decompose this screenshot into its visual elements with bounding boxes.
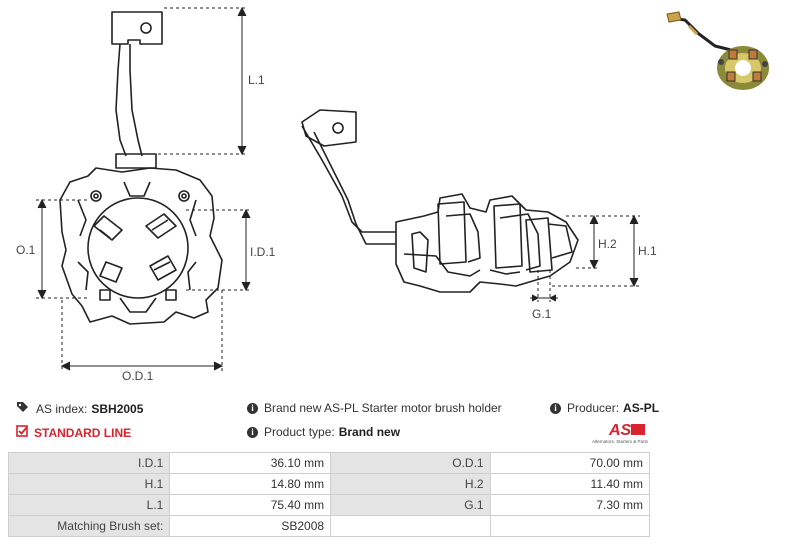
product-type-value: Brand new <box>338 425 401 439</box>
spec-value-cell: 36.10 mm <box>169 452 332 474</box>
info-circle-icon: i <box>550 402 561 414</box>
dim-label-id1: I.D.1 <box>250 245 276 259</box>
spec-label-cell: L.1 <box>7 494 171 516</box>
dim-label-h1: H.1 <box>638 244 657 258</box>
standard-line: STANDARD LINE <box>16 425 131 440</box>
as-index-label: AS index: <box>36 401 88 416</box>
info-circle-icon: i <box>247 402 258 414</box>
as-index: AS index: SBH2005 <box>16 401 143 416</box>
product-photo <box>666 11 769 90</box>
description: i Brand new AS-PL Starter motor brush ho… <box>247 401 502 415</box>
checkbox-icon <box>16 425 28 440</box>
as-pl-logo: AS Alternators, Starters & Parts <box>585 420 655 446</box>
dim-label-o1: O.1 <box>16 243 36 257</box>
spec-label-cell: Matching Brush set: <box>7 515 171 537</box>
technical-drawing: L.1 O.1 I.D.1 O.D.1 H.2 H.1 G.1 <box>16 6 657 383</box>
spec-label-cell: O.D.1 <box>330 452 491 474</box>
table-row: Matching Brush set:SB2008 <box>7 515 651 537</box>
spec-value-cell: SB2008 <box>169 515 332 537</box>
producer: i Producer: AS-PL <box>550 401 659 415</box>
producer-label: Producer: <box>567 401 620 415</box>
info-circle-icon: i <box>247 426 258 438</box>
spec-value-cell: 14.80 mm <box>169 473 332 495</box>
spec-label-cell: G.1 <box>330 494 491 516</box>
spec-value-cell: 11.40 mm <box>489 473 651 495</box>
spec-label-cell <box>330 515 491 537</box>
dim-label-g1: G.1 <box>532 307 552 321</box>
dim-label-od1: O.D.1 <box>122 369 154 383</box>
as-index-value: SBH2005 <box>91 401 144 416</box>
spec-label-cell: I.D.1 <box>7 452 171 474</box>
product-type-label: Product type: <box>264 425 335 439</box>
spec-label-cell: H.1 <box>7 473 171 495</box>
description-text: Brand new AS-PL Starter motor brush hold… <box>264 401 502 415</box>
dim-label-l1: L.1 <box>248 73 265 87</box>
spec-value-cell: 70.00 mm <box>489 452 651 474</box>
tags-icon <box>16 401 30 416</box>
logo-tagline: Alternators, Starters & Parts <box>591 439 649 444</box>
product-type: i Product type: Brand new <box>247 425 400 439</box>
spec-value-cell <box>489 515 651 537</box>
logo-text: AS <box>608 422 632 438</box>
spec-value-cell: 75.40 mm <box>169 494 332 516</box>
producer-value: AS-PL <box>623 401 660 415</box>
standard-line-label: STANDARD LINE <box>34 425 132 440</box>
dim-label-h2: H.2 <box>598 237 617 251</box>
spec-label-cell: H.2 <box>330 473 491 495</box>
spec-value-cell: 7.30 mm <box>489 494 651 516</box>
